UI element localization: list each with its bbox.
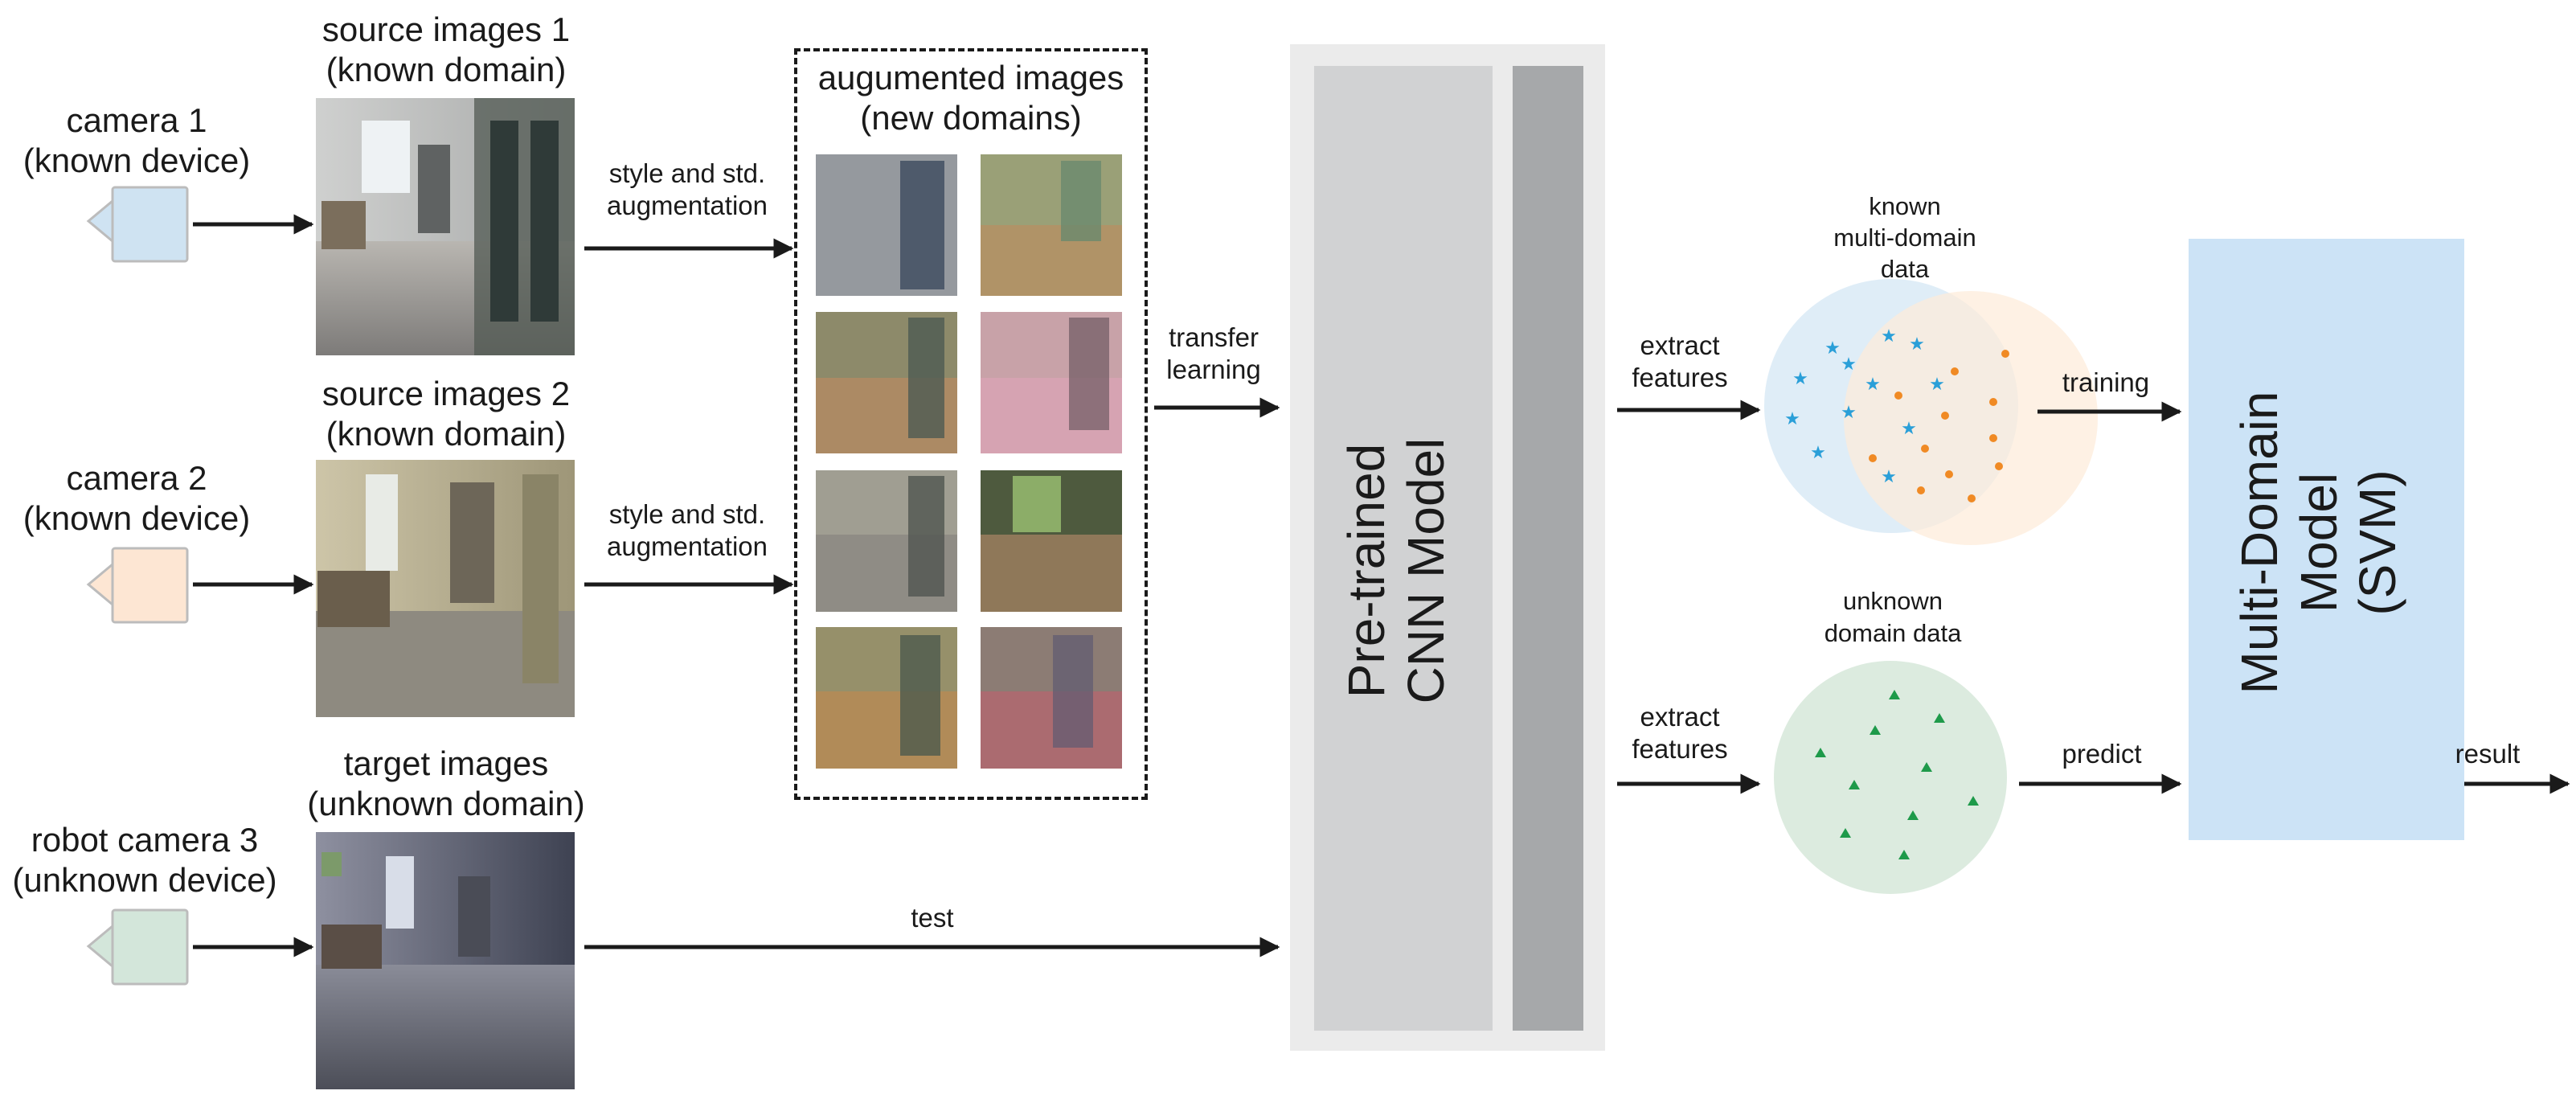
- camera-2-name: camera 2: [66, 459, 207, 497]
- camera-1-icon: [86, 186, 189, 263]
- unknown-cluster-label: unknown domain data: [1776, 585, 2009, 650]
- camera-2-label: camera 2 (known device): [12, 458, 261, 539]
- augmentation-label-2-line1: style and std.: [608, 499, 766, 529]
- augmentation-label-1: style and std. augmentation: [587, 158, 788, 221]
- svm-model-label-line2: Model: [2289, 472, 2348, 613]
- extract-features-label-unknown: extract features: [1612, 701, 1748, 765]
- extract-features-known-line2: features: [1632, 362, 1728, 392]
- extract-features-known-line1: extract: [1640, 330, 1720, 360]
- source-images-1-photo: [316, 98, 575, 355]
- unknown-cluster-line1: unknown: [1842, 587, 1943, 615]
- camera-1-name: camera 1: [66, 101, 207, 139]
- source-images-1-domain: (known domain): [326, 51, 567, 89]
- augmentation-label-1-line2: augmentation: [607, 190, 768, 220]
- transfer-learning-line2: learning: [1166, 354, 1261, 384]
- svm-model-label-line3: (SVM): [2349, 469, 2407, 616]
- unknown-cluster-line2: domain data: [1824, 619, 1962, 648]
- augmented-images-title: augumented images (new domains): [796, 58, 1146, 139]
- source-images-1-label: source images 1 (known domain): [301, 10, 591, 91]
- camera-2-type: (known device): [23, 499, 251, 538]
- transfer-learning-line1: transfer: [1169, 322, 1259, 352]
- camera-3-label: robot camera 3 (unknown device): [4, 820, 285, 901]
- svg-text:★: ★: [1841, 403, 1857, 423]
- augmentation-label-2: style and std. augmentation: [587, 498, 788, 562]
- known-cluster-line3: data: [1880, 254, 1930, 283]
- svg-text:★: ★: [1810, 443, 1826, 463]
- cnn-model-label: Pre-trained CNN Model: [1337, 330, 1469, 812]
- source-images-2-domain: (known domain): [326, 415, 567, 453]
- svg-text:★: ★: [1929, 375, 1945, 395]
- augmented-images-title-line1: augumented images: [817, 59, 1124, 96]
- target-images-label: target images (unknown domain): [293, 744, 599, 825]
- augmentation-label-2-line2: augmentation: [607, 531, 768, 561]
- test-label: test: [911, 903, 954, 933]
- transfer-learning-label: transfer learning: [1149, 322, 1278, 385]
- svg-text:★: ★: [1841, 355, 1857, 375]
- source-images-2-title: source images 2: [321, 375, 571, 412]
- unknown-domain-cluster: [1774, 661, 2007, 894]
- extract-features-unknown-line2: features: [1632, 733, 1728, 764]
- target-images-domain: (unknown domain): [307, 785, 585, 823]
- predict-label: predict: [2062, 739, 2142, 769]
- camera-3-icon: [86, 908, 189, 986]
- svg-text:★: ★: [1865, 375, 1881, 395]
- svg-text:★: ★: [1881, 326, 1897, 346]
- svm-model-label-line1: Multi-Domain: [2230, 391, 2288, 695]
- svm-model-block: [2189, 239, 2464, 840]
- extract-features-unknown-line1: extract: [1640, 702, 1720, 732]
- svg-text:★: ★: [1792, 369, 1808, 389]
- known-multi-domain-cluster: ★★★ ★★★ ★★★ ★★★: [1764, 279, 2098, 545]
- augmented-images-title-line2: (new domains): [860, 99, 1082, 137]
- camera-3-type: (unknown device): [12, 861, 277, 900]
- camera-1-type: (known device): [23, 141, 251, 180]
- result-label: result: [2455, 739, 2521, 769]
- source-images-2-label: source images 2 (known domain): [301, 374, 591, 455]
- svm-model-label: Multi-Domain Model (SVM): [2230, 277, 2423, 808]
- target-images-photo: [316, 832, 575, 1089]
- source-images-2-photo: [316, 460, 575, 717]
- cnn-model-label-line2: CNN Model: [1396, 437, 1455, 704]
- source-images-1-title: source images 1: [321, 10, 571, 48]
- cnn-model-label-line1: Pre-trained: [1337, 443, 1395, 699]
- camera-1-label: camera 1 (known device): [12, 100, 261, 182]
- target-images-title: target images: [343, 744, 549, 782]
- cnn-model-block: [1290, 44, 1605, 1051]
- svg-text:★: ★: [1824, 338, 1841, 359]
- known-cluster-line1: known: [1869, 192, 1941, 220]
- svg-text:★: ★: [1784, 409, 1800, 429]
- svg-text:★: ★: [1881, 467, 1897, 487]
- training-label: training: [2062, 367, 2150, 397]
- camera-3-name: robot camera 3: [31, 821, 259, 859]
- augmented-thumbnails: [816, 154, 1122, 769]
- svg-text:★: ★: [1901, 419, 1917, 439]
- svg-text:★: ★: [1909, 334, 1925, 355]
- extract-features-label-known: extract features: [1612, 330, 1748, 393]
- known-cluster-line2: multi-domain: [1833, 223, 1976, 252]
- augmentation-label-1-line1: style and std.: [608, 158, 766, 188]
- augmented-images-box: [794, 48, 1148, 800]
- camera-2-icon: [86, 547, 189, 624]
- known-cluster-label: known multi-domain data: [1792, 191, 2017, 285]
